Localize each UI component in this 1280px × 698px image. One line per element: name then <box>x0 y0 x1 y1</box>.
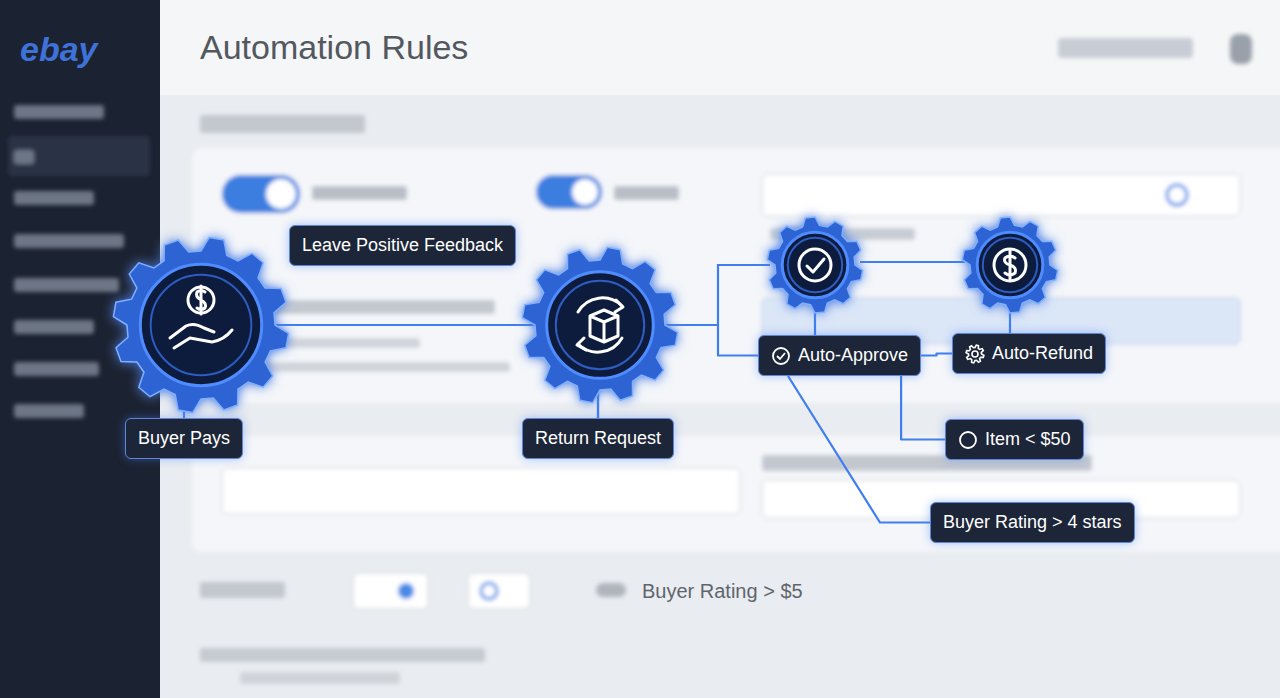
gear <box>522 247 677 402</box>
blurred-rule-text: Buyer Rating > $5 <box>642 580 803 603</box>
action-label: Auto-Refund <box>952 333 1106 374</box>
node-text: Auto-Refund <box>992 343 1093 364</box>
gear-ring <box>556 281 644 369</box>
trigger-label: Return Request <box>522 418 674 459</box>
connector <box>901 376 945 440</box>
node-text: Item < $50 <box>985 429 1071 450</box>
action-label: Leave Positive Feedback <box>289 225 516 266</box>
gear-core <box>977 232 1043 298</box>
gear <box>767 217 862 313</box>
ring-icon <box>958 430 978 450</box>
page-title: Automation Rules <box>200 28 468 67</box>
node-text: Buyer Rating > 4 stars <box>943 512 1122 533</box>
condition-label: Item < $50 <box>945 419 1084 460</box>
node-text: Return Request <box>535 428 661 449</box>
gear-ring <box>151 275 252 376</box>
gear-core <box>547 272 654 379</box>
brand-logo: ebay <box>20 30 98 69</box>
gear <box>962 217 1057 313</box>
connector <box>788 376 930 523</box>
node-text: Buyer Pays <box>138 428 230 449</box>
node-text: Auto-Approve <box>798 345 908 366</box>
gear-ring <box>788 238 842 292</box>
gear-core <box>782 232 848 298</box>
gear-core <box>140 264 261 385</box>
trigger-label: Buyer Pays <box>125 418 243 459</box>
check-icon <box>771 346 791 366</box>
condition-label: Buyer Rating > 4 stars <box>930 502 1135 543</box>
action-label: Auto-Approve <box>758 335 921 376</box>
gear <box>113 237 288 412</box>
cog-icon <box>965 344 985 364</box>
gear-ring <box>983 238 1037 292</box>
node-text: Leave Positive Feedback <box>302 235 503 256</box>
connector <box>921 354 952 356</box>
